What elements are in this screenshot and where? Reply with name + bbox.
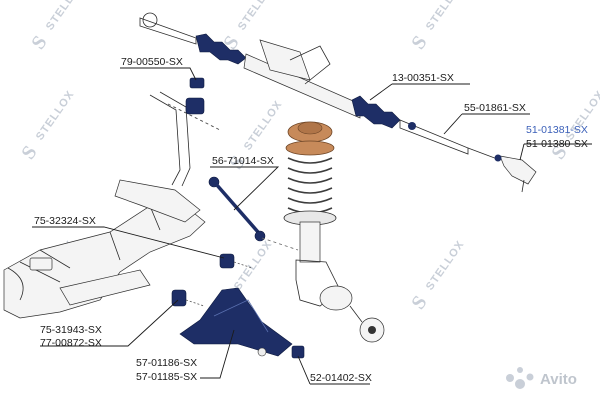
part-label-56-71014[interactable]: 56-71014-SX xyxy=(212,155,274,167)
part-label-55-01861[interactable]: 55-01861-SX xyxy=(464,102,526,114)
watermark-text: STELLOX xyxy=(232,238,275,292)
strut-assembly xyxy=(283,121,385,343)
watermark-text: STELLOX xyxy=(424,238,467,292)
avito-logo: Avito xyxy=(506,367,577,389)
part-label-57-01186[interactable]: 57-01186-SX xyxy=(136,357,197,369)
stabilizer-bushing-icon xyxy=(185,77,205,115)
part-label-75-32324[interactable]: 75-32324-SX xyxy=(34,215,96,227)
steering-boot-right xyxy=(351,95,401,129)
watermark-s-mark: S xyxy=(27,32,51,54)
part-label-51-01381[interactable]: 51-01381-SX xyxy=(526,124,588,136)
watermark-text: STELLOX xyxy=(44,0,87,33)
watermark-s-mark: S xyxy=(407,32,431,54)
steering-rack xyxy=(139,12,537,193)
part-label-57-01185[interactable]: 57-01185-SX xyxy=(136,371,197,383)
watermark-text: STELLOX xyxy=(236,0,279,33)
stabilizer-link-icon xyxy=(208,176,299,251)
part-label-77-00872[interactable]: 77-00872-SX xyxy=(40,337,102,349)
part-label-51-01380[interactable]: 51-01380-SX xyxy=(526,138,588,150)
part-label-13-00351[interactable]: 13-00351-SX xyxy=(392,72,454,84)
watermark-s-mark: S xyxy=(407,292,431,314)
part-label-75-31943[interactable]: 75-31943-SX xyxy=(40,324,102,336)
watermark-text: STELLOX xyxy=(34,88,77,142)
part-label-52-01402[interactable]: 52-01402-SX xyxy=(310,372,372,384)
stabilizer-bar xyxy=(149,91,221,187)
watermark-text: STELLOX xyxy=(424,0,467,33)
part-label-79-00550[interactable]: 79-00550-SX xyxy=(121,56,183,68)
subframe xyxy=(3,179,206,319)
watermark-s-mark: S xyxy=(17,142,41,164)
arm-bushing-icon xyxy=(171,253,305,359)
avito-logo-text: Avito xyxy=(540,371,577,388)
watermark-text: STELLOX xyxy=(242,98,285,152)
control-arm-icon xyxy=(179,287,293,357)
leader-lines xyxy=(32,67,592,385)
